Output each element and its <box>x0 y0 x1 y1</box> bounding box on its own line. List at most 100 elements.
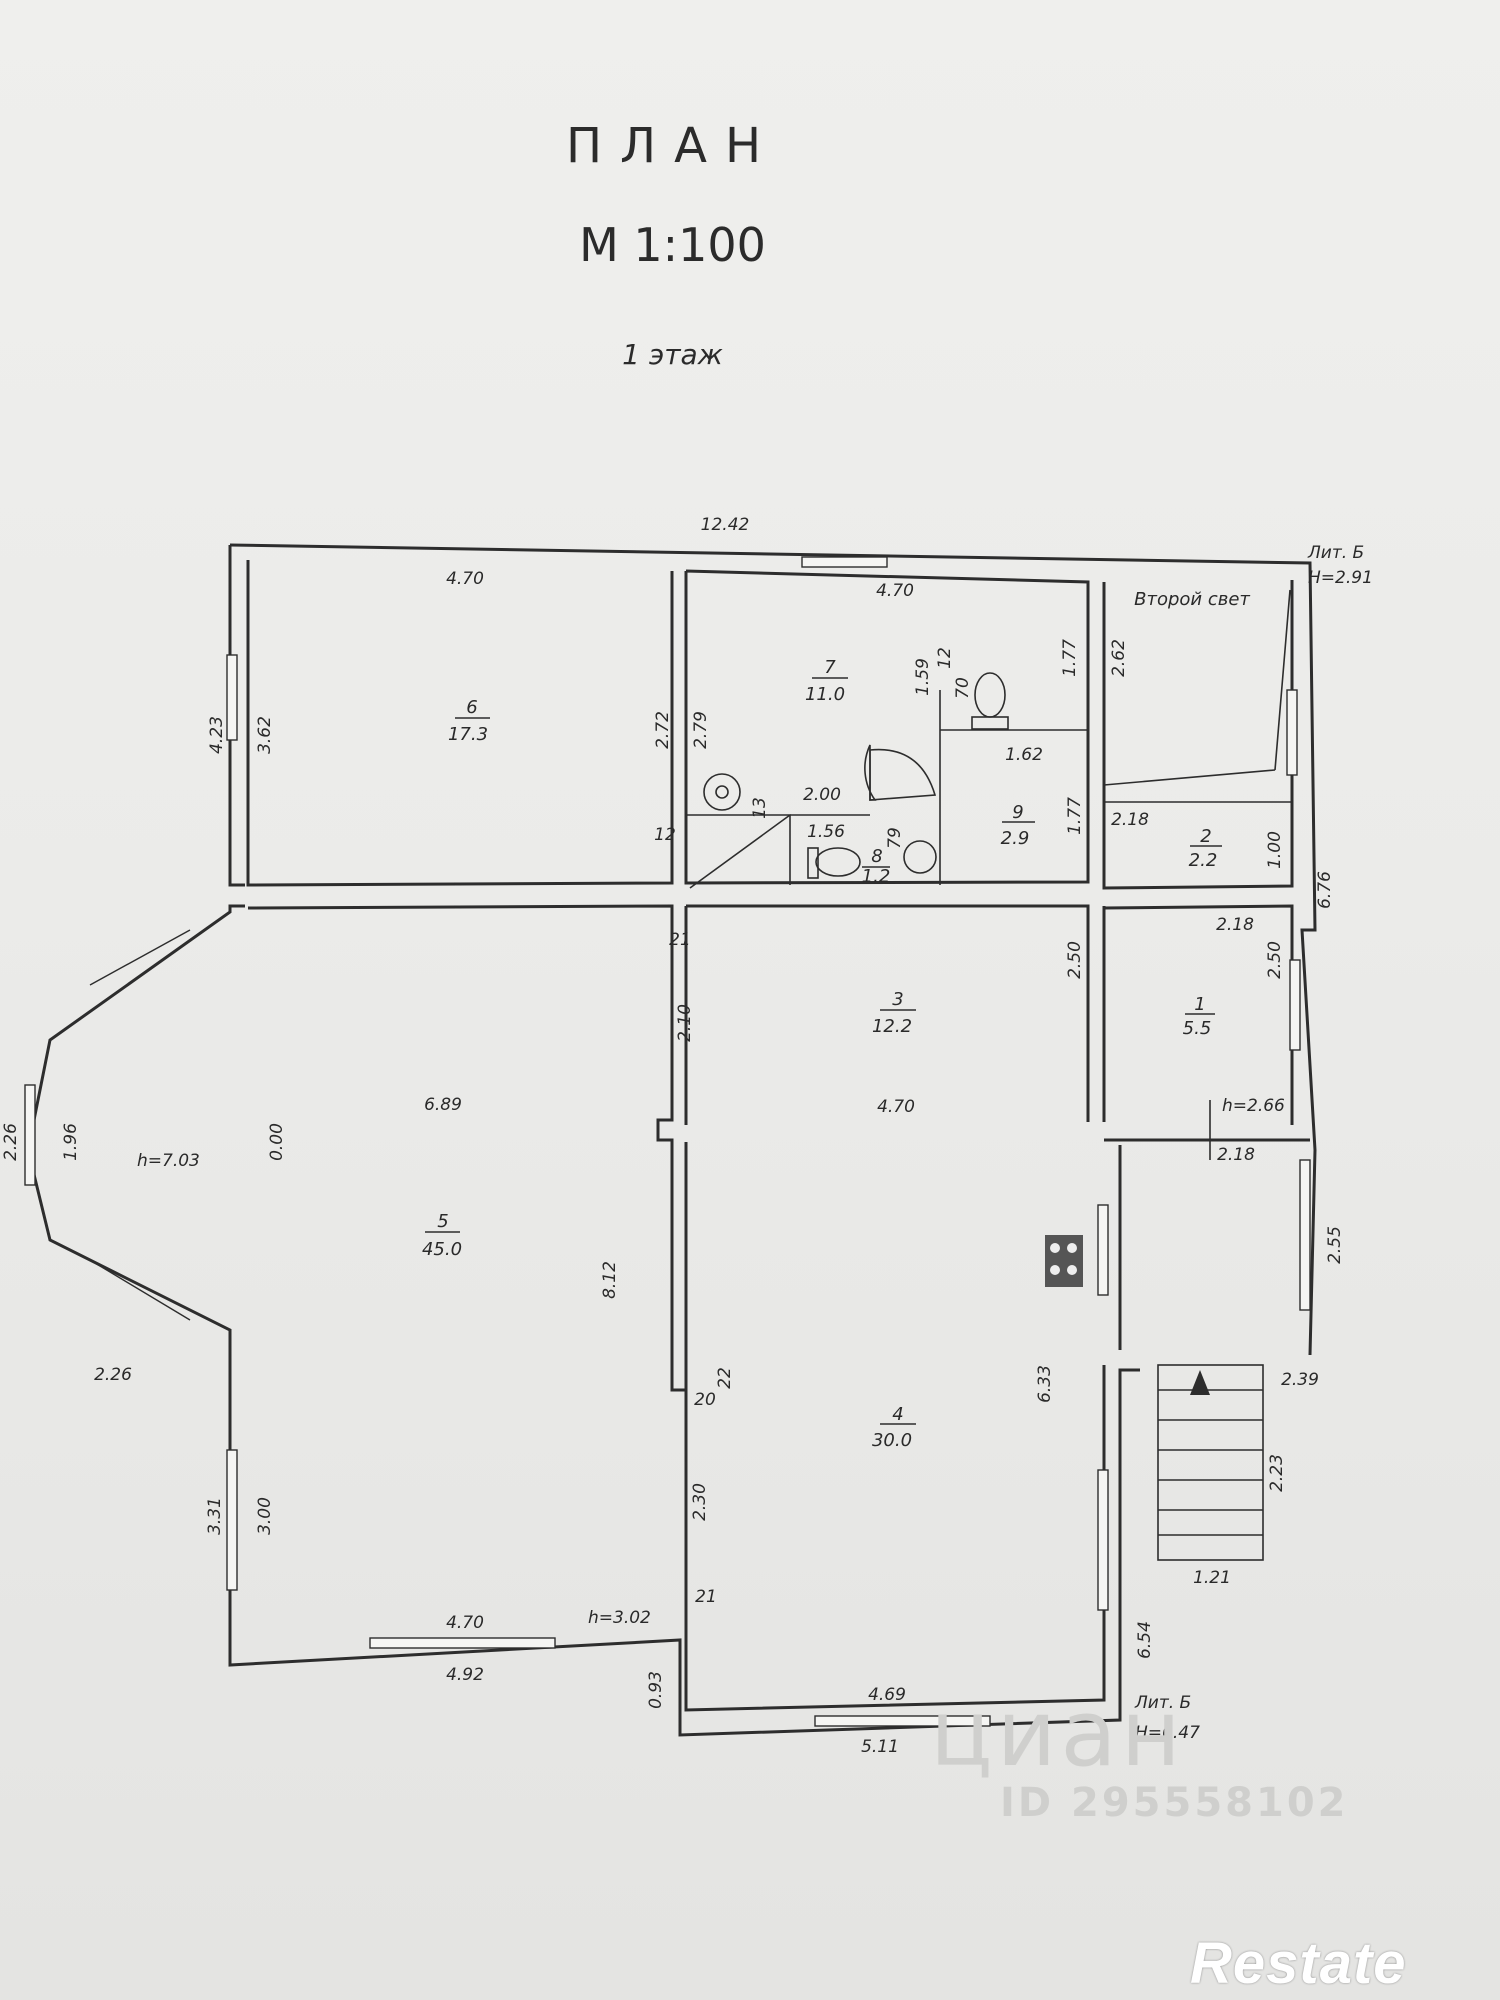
sink-icon <box>703 773 741 811</box>
room-4-number: 4 <box>892 1404 903 1425</box>
floor-label: 1 этаж <box>622 338 723 371</box>
dim-r7-13: 13 <box>750 797 770 819</box>
windows <box>24 556 1311 1727</box>
lit-top-note: Лит. Б <box>1307 543 1364 563</box>
dim-r5-093: 0.93 <box>646 1671 666 1709</box>
dim-hall-218: 2.18 <box>1217 1145 1255 1165</box>
dim-r7-top: 4.70 <box>876 581 914 601</box>
room-6-number: 6 <box>466 697 477 718</box>
room-5-area: 45.0 <box>422 1239 462 1260</box>
room-9-number: 9 <box>1012 802 1023 823</box>
dim-r5-470: 4.70 <box>446 1613 484 1633</box>
dim-r7-left: 2.79 <box>691 711 711 749</box>
room-9-area: 2.9 <box>1001 828 1030 849</box>
lit-bottom-note: Лит. Б <box>1134 1693 1191 1713</box>
dim-r4-511: 5.11 <box>861 1737 899 1757</box>
watermark-id: ID 295558102 <box>1000 1780 1349 1826</box>
dim-stair-121: 1.21 <box>1193 1568 1231 1588</box>
h-bottom-note: Н=6.47 <box>1135 1723 1200 1743</box>
dim-r7-159: 1.59 <box>913 658 933 696</box>
dim-r6-top: 4.70 <box>446 569 484 589</box>
restate-logo: Restate <box>1190 1931 1407 1996</box>
watermark-text: циан <box>930 1680 1185 1787</box>
dim-r5-000: 0.00 <box>267 1123 287 1161</box>
room-3-number: 3 <box>892 989 903 1010</box>
dim-r6-12: 12 <box>654 825 676 845</box>
dim-hall-255: 2.55 <box>1325 1226 1345 1264</box>
plan-notes: Второй свет Лит. Б Н=2.91 Лит. Б Н=6.47 … <box>137 543 1373 1743</box>
stair-arrow-icon <box>1190 1370 1210 1395</box>
dim-r5-689: 6.89 <box>424 1095 462 1115</box>
dim-top-total: 12.42 <box>701 515 750 535</box>
sink-icon <box>903 840 937 874</box>
plan-scale: М 1:100 <box>579 218 766 272</box>
dimensions: 12.42 4.70 4.70 3.62 4.23 2.72 2.79 1.59… <box>1 515 1345 1757</box>
dim-r1-250: 2.50 <box>1265 941 1285 979</box>
second-light-note: Второй свет <box>1134 589 1250 610</box>
dim-r5-812: 8.12 <box>600 1261 620 1299</box>
plan-title: ПЛАН <box>565 118 780 174</box>
toilet-icon <box>815 847 861 877</box>
dim-r3-470: 4.70 <box>877 1097 915 1117</box>
dim-r5-22: 22 <box>715 1367 735 1389</box>
dim-r5-21: 21 <box>695 1587 717 1607</box>
h-top-note: Н=2.91 <box>1308 568 1373 588</box>
room-5-number: 5 <box>437 1211 448 1232</box>
dim-r4-469: 4.69 <box>868 1685 906 1705</box>
dim-outer-left-top: 4.23 <box>207 716 227 754</box>
dim-r9-177: 1.77 <box>1065 797 1085 835</box>
h-room5-note: h=7.03 <box>137 1151 200 1171</box>
dim-bay-226-left: 2.26 <box>1 1123 21 1161</box>
dim-r7-200: 2.00 <box>803 785 841 805</box>
dim-r2-100: 1.00 <box>1265 831 1285 869</box>
dim-r2-218: 2.18 <box>1111 810 1149 830</box>
interior-walls <box>228 589 1310 1712</box>
dim-r3-250: 2.50 <box>1065 941 1085 979</box>
stove-icon <box>1045 1235 1083 1287</box>
dim-bay-226-bottom: 2.26 <box>94 1365 132 1385</box>
dim-r5-20: 20 <box>694 1390 716 1410</box>
dim-r7-177: 1.77 <box>1060 639 1080 677</box>
staircase <box>1157 1364 1264 1561</box>
dim-r5-300: 3.00 <box>255 1497 275 1535</box>
room-8-area: 1.2 <box>862 866 891 887</box>
room-1-area: 5.5 <box>1183 1018 1212 1039</box>
dim-r8-79: 79 <box>885 827 905 849</box>
room-7-number: 7 <box>824 657 836 678</box>
dim-stair-223: 2.23 <box>1267 1454 1287 1492</box>
dim-r8-156: 1.56 <box>807 822 845 842</box>
room-labels: 6 17.3 7 11.0 8 1.2 9 2.9 2 2.2 3 12.2 1… <box>422 657 1222 1451</box>
dim-r4-654: 6.54 <box>1135 1621 1155 1659</box>
shower-icon <box>864 744 877 801</box>
h-room1-note: h=2.66 <box>1222 1096 1285 1116</box>
room-1-number: 1 <box>1194 994 1205 1015</box>
dim-r9-162: 1.62 <box>1005 745 1043 765</box>
room-2-number: 2 <box>1200 826 1211 847</box>
room-7-area: 11.0 <box>805 684 845 705</box>
dim-r5-492: 4.92 <box>446 1665 484 1685</box>
dim-r3-21: 21 <box>669 930 691 950</box>
room-6-area: 17.3 <box>448 724 488 745</box>
dim-outer-right-676: 6.76 <box>1315 871 1335 909</box>
dim-r1-218: 2.18 <box>1216 915 1254 935</box>
toilet-icon <box>974 672 1006 718</box>
dim-r3-210: 2.10 <box>675 1004 695 1042</box>
room-8-number: 8 <box>871 846 882 867</box>
dim-bay-196: 1.96 <box>61 1123 81 1161</box>
dim-hall-239: 2.39 <box>1281 1370 1319 1390</box>
fixtures <box>703 672 1083 1287</box>
dim-r5-331: 3.31 <box>205 1497 225 1535</box>
dim-r7-70: 70 <box>953 677 973 699</box>
h-room5-bottom-note: h=3.02 <box>588 1608 651 1628</box>
dim-r7-12: 12 <box>935 647 955 669</box>
dim-r4-633: 6.33 <box>1035 1365 1055 1403</box>
room-2-area: 2.2 <box>1189 850 1218 871</box>
dim-r6-right: 2.72 <box>653 711 673 749</box>
dim-r5-230: 2.30 <box>690 1483 710 1521</box>
dim-r6-left: 3.62 <box>255 716 275 754</box>
room-4-area: 30.0 <box>872 1430 912 1451</box>
dim-r2-262: 2.62 <box>1109 639 1129 677</box>
room-3-area: 12.2 <box>872 1016 912 1037</box>
